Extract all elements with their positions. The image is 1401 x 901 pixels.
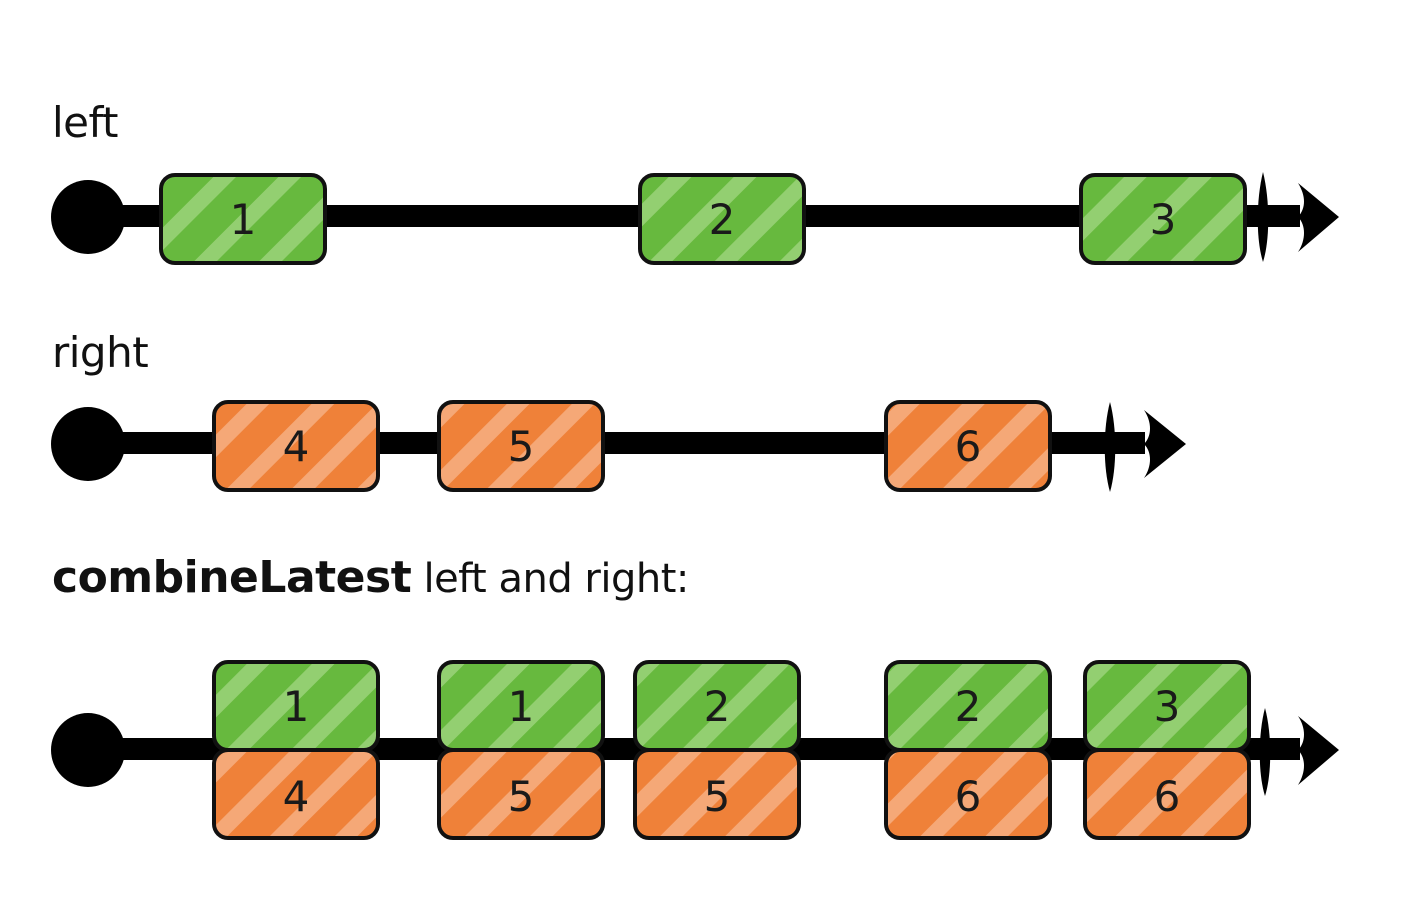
marble-box-bottom [212, 748, 380, 840]
combined-marbles: 1 4 1 5 2 5 2 6 3 6 [212, 660, 1251, 840]
marble-left-2: 2 [638, 173, 806, 265]
marble-value-top: 3 [1154, 682, 1181, 731]
marble-value-top: 2 [955, 682, 982, 731]
marble-left-3: 3 [1079, 173, 1247, 265]
timeline-start-dot [51, 407, 125, 481]
marble-value-top: 1 [508, 682, 535, 731]
marble-value-bottom: 4 [283, 772, 310, 821]
marble-value: 5 [508, 422, 535, 471]
arrowhead-icon [1144, 410, 1186, 478]
marble-box [212, 400, 380, 492]
marble-value-top: 1 [283, 682, 310, 731]
marble-value-bottom: 6 [1154, 772, 1181, 821]
completion-bar [1259, 708, 1271, 796]
combined-pair-3: 2 5 [633, 660, 801, 840]
marble-right-6: 6 [884, 400, 1052, 492]
marble-value: 4 [283, 422, 310, 471]
marble-box [1079, 173, 1247, 265]
arrowhead-icon [1298, 183, 1339, 252]
stream-label-left: left [52, 98, 119, 147]
marble-left-1: 1 [159, 173, 327, 265]
marble-value: 1 [230, 195, 257, 244]
operator-caption-rest: left and right: [411, 556, 689, 602]
marble-value-bottom: 6 [955, 772, 982, 821]
marble-box-bottom [884, 748, 1052, 840]
marble-value: 6 [955, 422, 982, 471]
completion-bar [1104, 402, 1116, 492]
marble-value: 3 [1150, 195, 1177, 244]
combined-pair-2: 1 5 [437, 660, 605, 840]
timeline-start-dot [51, 713, 125, 787]
marble-right-4: 4 [212, 400, 380, 492]
operator-name: combineLatest [52, 552, 412, 603]
marble-value-bottom: 5 [704, 772, 731, 821]
arrowhead-icon [1298, 716, 1339, 785]
marble-box [884, 400, 1052, 492]
right-marbles: 4 5 6 [212, 400, 1052, 492]
marble-box-bottom [633, 748, 801, 840]
combined-pair-1: 1 4 [212, 660, 380, 840]
combined-pair-4: 2 6 [884, 660, 1052, 840]
marble-value: 2 [709, 195, 736, 244]
marble-box [437, 400, 605, 492]
timeline-start-dot [51, 180, 125, 254]
marble-box-bottom [437, 748, 605, 840]
left-marbles: 1 2 3 [159, 173, 1247, 265]
marble-value-bottom: 5 [508, 772, 535, 821]
marble-box [159, 173, 327, 265]
marble-right-5: 5 [437, 400, 605, 492]
marble-box [638, 173, 806, 265]
combined-pair-5: 3 6 [1083, 660, 1251, 840]
stream-label-right: right [52, 328, 149, 377]
operator-caption: combineLatest left and right: [52, 552, 689, 603]
marble-box-bottom [1083, 748, 1251, 840]
completion-bar [1257, 172, 1269, 262]
marble-value-top: 2 [704, 682, 731, 731]
